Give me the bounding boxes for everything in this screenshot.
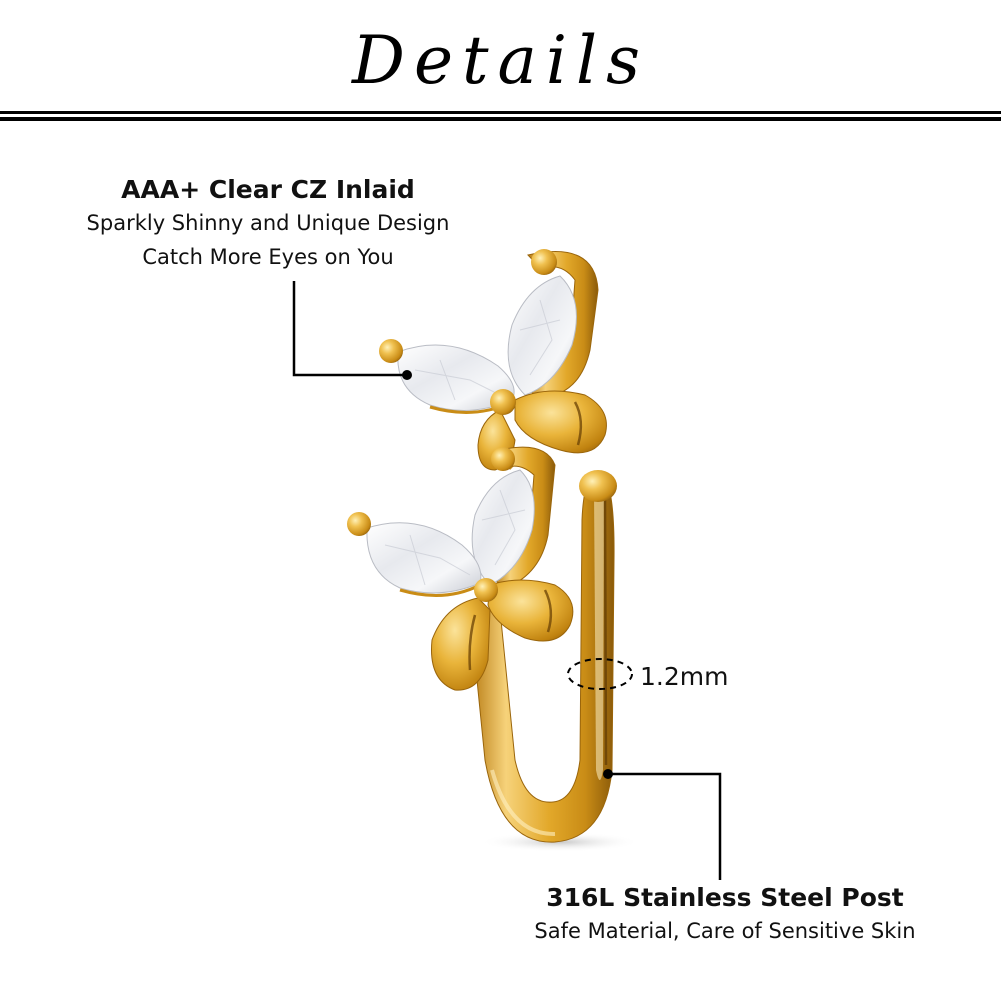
callout-heading: 316L Stainless Steel Post	[546, 883, 904, 912]
bottom-callout-leader	[603, 769, 722, 880]
drop-shadow	[480, 832, 640, 852]
thickness-indicator	[567, 658, 633, 690]
title-divider-thick	[0, 117, 1001, 121]
callout-material: 316L Stainless Steel Post Safe Material,…	[505, 882, 945, 948]
title-divider-thin	[0, 111, 1001, 114]
callout-cz-stones: AAA+ Clear CZ Inlaid Sparkly Shinny and …	[58, 174, 478, 274]
top-callout-leader	[292, 281, 412, 380]
thickness-label: 1.2mm	[640, 662, 729, 691]
upper-butterfly	[379, 249, 607, 471]
lower-butterfly	[347, 446, 574, 691]
page-title: Details	[352, 22, 649, 99]
cuff-band	[469, 470, 617, 843]
callout-line: Catch More Eyes on You	[142, 245, 394, 269]
cz-stone	[507, 275, 577, 396]
callout-line: Sparkly Shinny and Unique Design	[86, 211, 450, 235]
callout-heading: AAA+ Clear CZ Inlaid	[121, 175, 415, 204]
callout-line: Safe Material, Care of Sensitive Skin	[534, 919, 916, 943]
